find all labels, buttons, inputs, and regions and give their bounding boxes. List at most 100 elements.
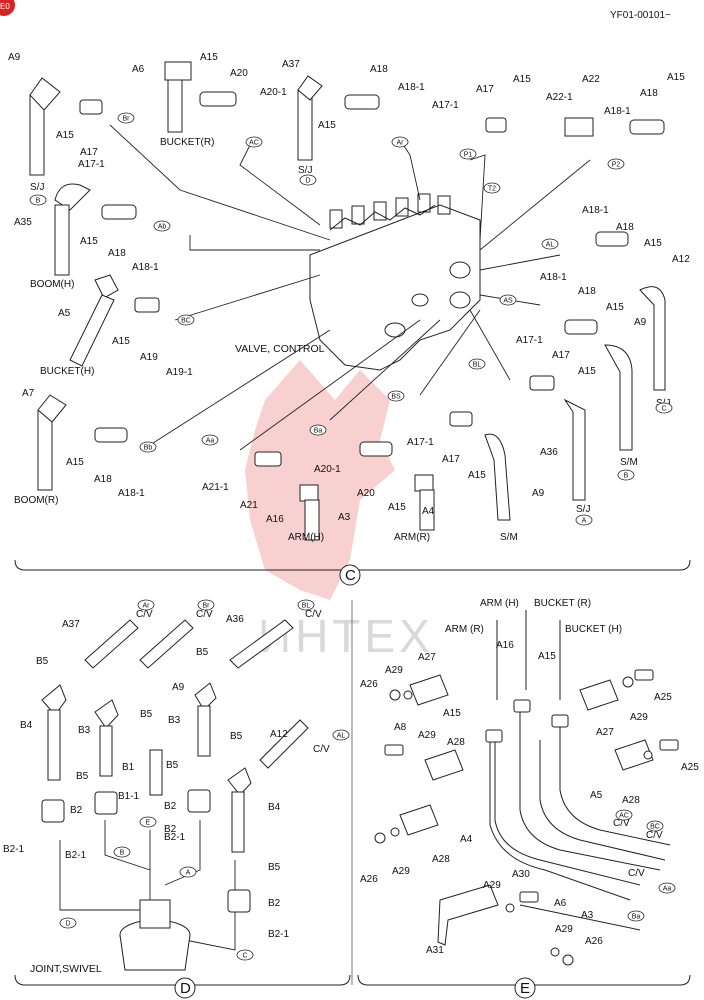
part-label: A18-1 [398, 82, 425, 93]
part-label: A28 [447, 737, 465, 748]
port-tag: B [624, 473, 629, 480]
part-label: A15 [578, 366, 596, 377]
part-label: A5 [590, 790, 603, 801]
part-label: A29 [392, 866, 410, 877]
part-label: A18-1 [582, 205, 609, 216]
part-label: A15 [538, 651, 556, 662]
part-label: A17 [552, 350, 570, 361]
part-label: A25 [681, 762, 699, 773]
part-label: B5 [166, 760, 179, 771]
part-label: A15 [112, 336, 130, 347]
port-tag-outline [245, 136, 263, 148]
part-label: A18-1 [132, 262, 159, 273]
part-label: A20 [357, 488, 375, 499]
part-label: A3 [338, 512, 351, 523]
port-tag-outline [137, 599, 155, 611]
watermark-text: ИНТЕХ [258, 610, 434, 662]
part-label: A18-1 [540, 272, 567, 283]
part-label: A18 [108, 248, 126, 259]
section-e-letter: E [520, 980, 530, 997]
port-tag: Ar [143, 603, 151, 610]
part-label: B2 [164, 824, 177, 835]
port-tag-outline [153, 220, 171, 232]
part-label: A26 [360, 874, 378, 885]
part-label: B5 [230, 731, 243, 742]
corner-badge-shape [0, 0, 15, 16]
part-label: A18 [578, 286, 596, 297]
part-label: C/V [305, 609, 322, 620]
section-c-fittings [29, 61, 666, 541]
port-tag: C [242, 953, 247, 960]
port-tag: T2 [488, 186, 496, 193]
port-tag: A [582, 518, 587, 525]
port-tag-outline [387, 390, 405, 402]
part-label: A4 [460, 834, 473, 845]
port-tag: Aa [663, 886, 672, 893]
port-tag-outline [201, 434, 219, 446]
part-label: A29 [385, 665, 403, 676]
section-c-letter: C [345, 567, 356, 584]
part-label: A17 [442, 454, 460, 465]
port-tag-outline [29, 194, 47, 206]
part-label: A22-1 [546, 92, 573, 103]
part-label: A29 [418, 730, 436, 741]
part-label: A15 [644, 238, 662, 249]
port-tag: B [36, 198, 41, 205]
part-label: ARM(H) [288, 532, 324, 543]
part-label: B5 [76, 771, 89, 782]
part-label: A9 [172, 682, 185, 693]
part-label: S/J [298, 165, 312, 176]
section-d-fittings [41, 619, 309, 971]
part-label: A15 [80, 236, 98, 247]
port-tag-outline [575, 514, 593, 526]
port-tag: AS [503, 298, 513, 305]
part-label: A15 [606, 302, 624, 313]
part-label: A18 [94, 474, 112, 485]
part-label: A31 [426, 945, 444, 956]
port-tag-outline [483, 182, 501, 194]
port-tag-outline [617, 469, 635, 481]
part-label: A27 [596, 727, 614, 738]
port-tag: E [146, 820, 151, 827]
part-label: C/V [628, 868, 645, 879]
part-label: BUCKET (H) [565, 624, 622, 635]
part-label: B2-1 [3, 844, 25, 855]
section-d-marker [174, 977, 196, 999]
port-tag: Ba [632, 914, 641, 921]
watermark: ИНТЕХ [245, 360, 434, 662]
port-tag: P2 [612, 162, 621, 169]
section-c-part-labels: A9A15A17A17-1S/JA6A15A20BUCKET(R)A20-1A3… [8, 52, 690, 543]
part-label: A20-1 [260, 87, 287, 98]
part-label: C/V [613, 818, 630, 829]
port-tag-outline [391, 136, 409, 148]
port-tag: BC [650, 824, 660, 831]
part-label: C/V [196, 609, 213, 620]
port-tag-outline [59, 917, 77, 929]
port-tag-outline [607, 158, 625, 170]
part-label: A15 [468, 470, 486, 481]
part-label: S/J [576, 504, 590, 515]
corner-badge: E0 [0, 2, 10, 11]
part-label: B3 [168, 715, 181, 726]
section-e-marker [514, 977, 536, 999]
part-label: A12 [270, 729, 288, 740]
part-label: A15 [513, 74, 531, 85]
port-tag: D [65, 921, 70, 928]
part-label: B5 [268, 862, 281, 873]
part-label: B2-1 [164, 832, 186, 843]
port-tag-outline [139, 816, 157, 828]
part-label: A16 [496, 640, 514, 651]
port-tag-outline [541, 238, 559, 250]
port-tag-outline [615, 809, 633, 821]
port-tag: C [661, 406, 666, 413]
port-tag: BL [302, 603, 311, 610]
port-tag: Br [123, 116, 131, 123]
part-label: A15 [200, 52, 218, 63]
part-label: BOOM(H) [30, 279, 74, 290]
port-tag: D [305, 178, 310, 185]
port-tag-outline [646, 820, 664, 832]
part-label: B1 [122, 762, 135, 773]
part-label: A6 [132, 64, 145, 75]
